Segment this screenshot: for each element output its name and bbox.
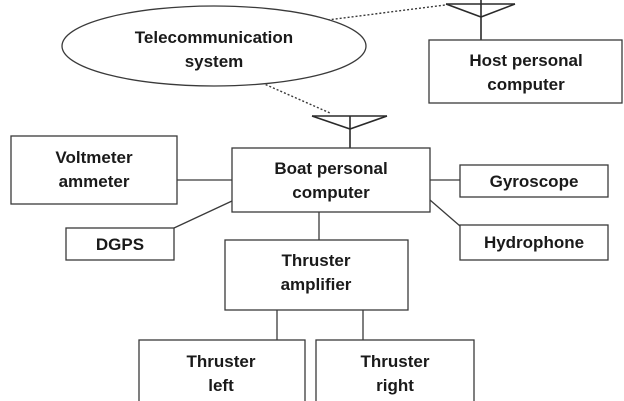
thruster-left-label-line1: Thruster [187,352,256,371]
thruster-amplifier-node: Thruster amplifier [224,239,409,311]
boat-pc-label-line1: Boat personal [274,159,387,178]
dgps-node: DGPS [65,227,175,261]
connections [173,179,461,340]
boat-pc-node: Boat personal computer [231,147,431,213]
voltmeter-label-line1: Voltmeter [55,148,133,167]
telecom-label-line1: Telecommunication [135,28,293,47]
boat-antenna-icon [311,115,388,148]
host-pc-label-line1: Host personal [469,51,582,70]
telecom-system-node: Telecommunication system [61,5,367,87]
hydrophone-label: Hydrophone [484,233,584,252]
boat-pc-label-line2: computer [292,183,370,202]
gyroscope-node: Gyroscope [459,164,609,198]
thruster-right-label-line1: Thruster [361,352,430,371]
link-dgps-boat [173,200,233,229]
thruster-amp-label-line1: Thruster [282,251,351,270]
host-pc-label-line2: computer [487,75,565,94]
telecom-label-line2: system [185,52,244,71]
hydrophone-node: Hydrophone [459,224,609,261]
host-antenna-icon [445,0,516,40]
thruster-amp-label-line2: amplifier [281,275,352,294]
thruster-right-label-line2: right [376,376,414,395]
host-pc-node: Host personal computer [428,39,623,104]
radio-link-telecom-boat [261,82,331,114]
thruster-right-node: Thruster right [315,339,475,401]
voltmeter-label-line2: ammeter [59,172,130,191]
thruster-left-label-line2: left [208,376,234,395]
dgps-label: DGPS [96,235,144,254]
voltmeter-ammeter-node: Voltmeter ammeter [10,135,178,205]
gyroscope-label: Gyroscope [490,172,579,191]
link-boat-hydrophone [429,199,461,227]
thruster-left-node: Thruster left [138,339,306,401]
